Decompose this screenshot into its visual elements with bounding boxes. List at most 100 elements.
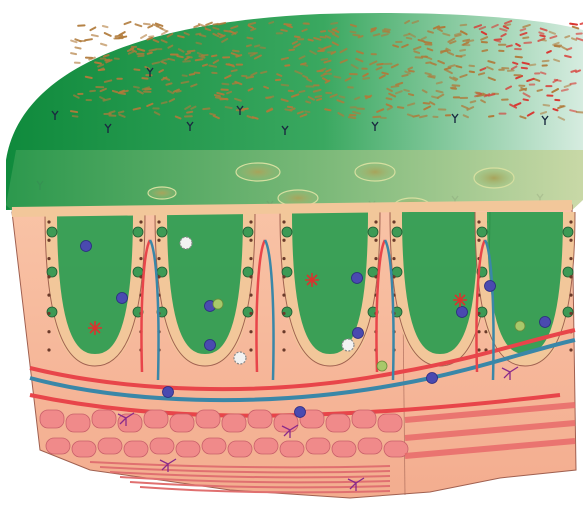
- submucosa-cell: [196, 410, 220, 428]
- nucleus: [47, 239, 50, 242]
- nucleus: [47, 330, 50, 333]
- lymphocyte-icon: [457, 307, 468, 318]
- nucleus: [374, 257, 377, 260]
- bacterium: [554, 99, 560, 101]
- bacterium: [545, 85, 552, 87]
- nucleus: [139, 239, 142, 242]
- nucleus: [249, 220, 252, 223]
- bacterium: [498, 44, 506, 46]
- submucosa-cell: [358, 438, 382, 454]
- bacterium: [134, 23, 142, 27]
- submucosa-cell: [384, 441, 408, 457]
- submucosa-cell: [228, 441, 252, 457]
- nucleus: [477, 239, 480, 242]
- bacterium: [85, 57, 93, 59]
- lymphocyte-icon: [295, 407, 306, 418]
- nucleus: [47, 294, 50, 297]
- bacterium: [518, 85, 525, 87]
- submucosa-cell: [46, 438, 70, 454]
- bacterium: [102, 25, 109, 29]
- bacterium: [131, 46, 137, 48]
- submucosa-cell: [248, 410, 272, 428]
- macrophage-icon: [180, 237, 192, 249]
- submucosa-cell: [280, 441, 304, 457]
- bacterium: [170, 54, 179, 56]
- bacterium: [361, 68, 367, 70]
- bacterium: [395, 41, 402, 43]
- submucosa-cell: [176, 441, 200, 457]
- bacterium: [499, 113, 507, 115]
- bacterium: [445, 114, 451, 116]
- nucleus: [47, 275, 50, 278]
- submucosa-cell: [40, 410, 64, 428]
- bacterium: [513, 74, 521, 76]
- submucosa-cell: [92, 410, 116, 428]
- goblet-cell: [563, 227, 573, 237]
- submucosa-cell: [150, 438, 174, 454]
- nucleus: [282, 330, 285, 333]
- bacterium: [77, 24, 85, 27]
- bacterium: [95, 86, 104, 88]
- nucleus: [569, 275, 572, 278]
- nucleus: [249, 275, 252, 278]
- nucleus: [249, 348, 252, 351]
- goblet-cell: [157, 227, 167, 237]
- bacterium: [91, 34, 99, 38]
- nucleus: [392, 257, 395, 260]
- bacterium: [145, 74, 152, 76]
- goblet-cell: [133, 227, 143, 237]
- bacterium: [453, 96, 460, 98]
- bacterium: [349, 73, 358, 75]
- nucleus: [392, 275, 395, 278]
- nucleus: [282, 312, 285, 315]
- nucleus: [157, 257, 160, 260]
- bacterium: [100, 42, 108, 46]
- macrophage-icon: [342, 339, 354, 351]
- granulocyte-icon: [377, 361, 387, 371]
- bacterium: [297, 38, 304, 40]
- bacterium: [327, 51, 334, 53]
- dendritic-cell-icon: [305, 273, 319, 287]
- bacterium: [501, 67, 509, 69]
- bacterium: [89, 26, 97, 31]
- lymphocyte-icon: [81, 241, 92, 252]
- nucleus: [282, 348, 285, 351]
- granulocyte-icon: [515, 321, 525, 331]
- bacterium: [103, 32, 112, 37]
- lymphocyte-icon: [427, 373, 438, 384]
- submucosa-cell: [66, 414, 90, 432]
- bacterium: [184, 115, 193, 117]
- granulocyte-icon: [213, 299, 223, 309]
- nucleus: [139, 257, 142, 260]
- dendritic-cell-icon: [88, 321, 102, 335]
- lymphocyte-icon: [205, 340, 216, 351]
- nucleus: [47, 220, 50, 223]
- nucleus: [569, 294, 572, 297]
- bacterium: [325, 92, 332, 94]
- bacterium: [305, 85, 314, 87]
- bacterium: [74, 62, 81, 64]
- bacterium: [77, 93, 83, 95]
- nucleus: [139, 220, 142, 223]
- nucleus: [282, 239, 285, 242]
- lymphocyte-icon: [353, 328, 364, 339]
- goblet-cell: [282, 227, 292, 237]
- crypt-opening: [148, 187, 176, 199]
- nucleus: [569, 348, 572, 351]
- goblet-cell: [368, 227, 378, 237]
- bacterium: [70, 52, 77, 55]
- nucleus: [249, 257, 252, 260]
- nucleus: [569, 257, 572, 260]
- bacterium: [152, 107, 159, 109]
- goblet-cell: [392, 227, 402, 237]
- nucleus: [569, 220, 572, 223]
- bacterium: [123, 21, 131, 26]
- surface-epithelium: [12, 205, 572, 212]
- lymphocyte-icon: [117, 293, 128, 304]
- bacterium: [236, 64, 243, 66]
- goblet-cell: [243, 227, 253, 237]
- submucosa-cell: [202, 438, 226, 454]
- bacterium: [501, 99, 509, 101]
- nucleus: [249, 330, 252, 333]
